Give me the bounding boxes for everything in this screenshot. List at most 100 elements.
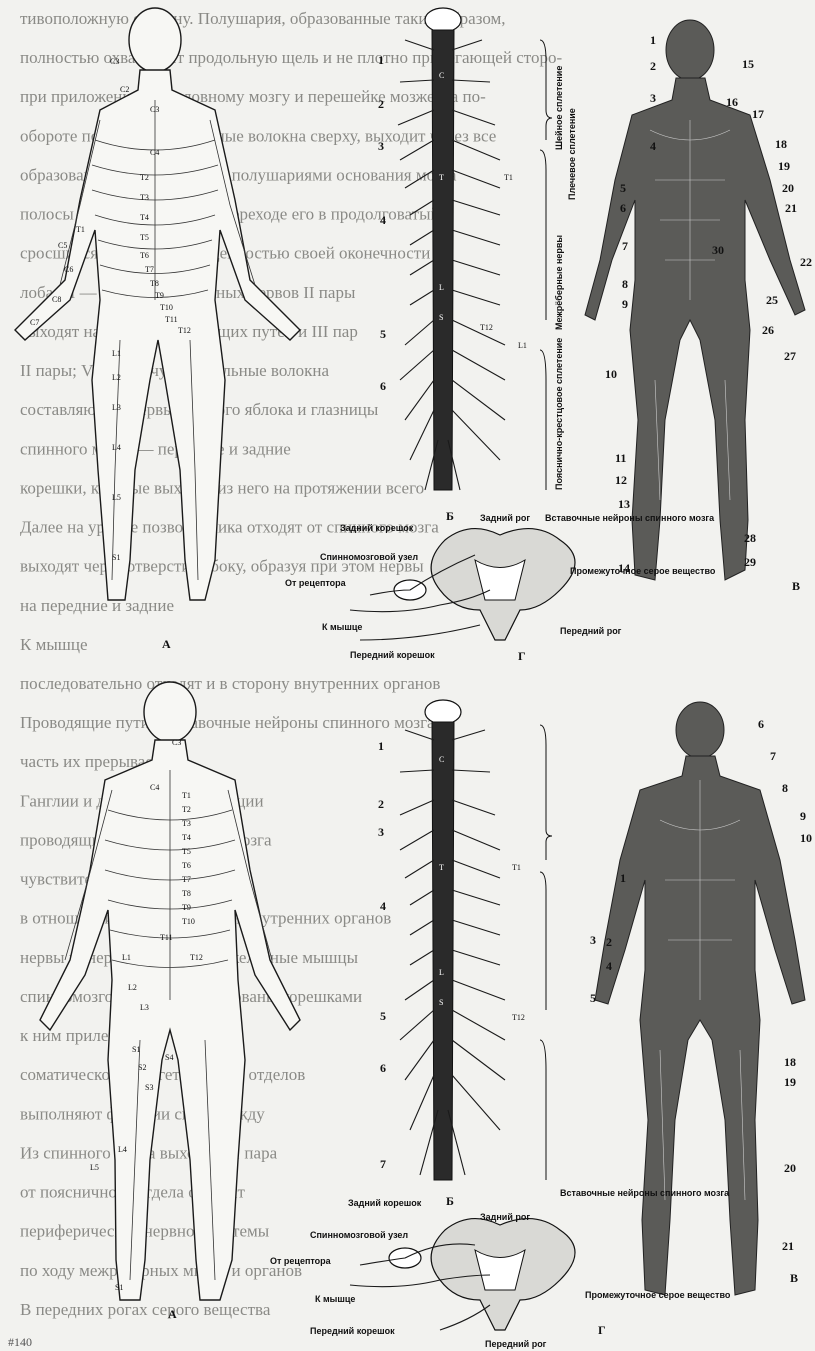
panel-letter: А [162,637,171,651]
tick-label: T1 [512,863,521,872]
background-text-line: на передние и задние [20,596,174,615]
muscle-number: 20 [784,1161,796,1175]
dermatome-label: C3 [172,738,181,747]
cs-label: Промежуточное серое вещество [585,1290,731,1300]
muscle-number: 16 [726,95,738,109]
cs-label: Передний рог [560,626,622,636]
muscle-number: 1 [620,871,626,885]
dermatome-label: C2 [120,85,129,94]
dermatome-label: T2 [140,173,149,182]
spinal-number: 4 [380,899,386,913]
region-letter: L [439,968,444,977]
dermatome-label: T5 [140,233,149,242]
background-text-line: спинного мозга — передние и задние [20,439,291,458]
dermatome-label: T6 [140,251,149,260]
muscle-number: 9 [800,809,806,823]
tick-label: T12 [512,1013,525,1022]
cs-label: Промежуточное серое вещество [570,566,716,576]
dermatome-label: C5 [58,241,67,250]
dermatome-label: C3 [110,57,119,66]
muscle-number: 22 [800,255,812,269]
dermatome-label: S1 [115,1283,123,1292]
dermatome-label: S3 [145,1083,153,1092]
dermatome-label: L5 [90,1163,99,1172]
muscle-number: 8 [622,277,628,291]
cs-label: К мышце [315,1294,355,1304]
spinal-number: 1 [378,53,384,67]
spinal-number: 3 [378,139,384,153]
region-letter: T [439,863,444,872]
tick-label: T1 [504,173,513,182]
cs-label: Вставочные нейроны спинного мозга [545,513,715,523]
region-letter: C [439,755,444,764]
muscle-number: 2 [606,935,612,949]
region-letter: S [439,313,443,322]
muscle-number: 26 [762,323,774,337]
dermatome-label: S2 [138,1063,146,1072]
cs-label: Передний корешок [350,650,435,660]
background-text-line: обороте покрываются нервные волокна свер… [20,126,496,145]
dermatome-label: C3 [150,105,159,114]
dermatome-label: T2 [182,805,191,814]
muscle-number: 19 [784,1075,796,1089]
dermatome-label: T10 [160,303,173,312]
plexus-label: Межрёберные нервы [554,235,564,330]
panel-letter: Г [518,649,526,663]
background-text-line: соматического и вегетативного отделов [20,1065,305,1084]
dermatome-label: T9 [155,291,164,300]
muscle-number: 12 [615,473,627,487]
muscle-number: 3 [590,933,596,947]
spinal-number: 6 [380,1061,386,1075]
plexus-label: Плечевое сплетение [567,108,577,200]
dermatome-label: L2 [112,373,121,382]
background-text-line: полностью охватывает продольную щель и н… [20,48,562,67]
region-letter: L [439,283,444,292]
dermatome-label: T3 [182,819,191,828]
dermatome-label: L3 [140,1003,149,1012]
muscle-number: 17 [752,107,764,121]
panel-letter: Б [446,1194,454,1208]
dermatome-label: C4 [150,783,159,792]
dermatome-label: T6 [182,861,191,870]
cs-label: К мышце [322,622,362,632]
dermatome-label: T12 [190,953,203,962]
cs-label: Спинномозговой узел [320,552,418,562]
dermatome-label: L1 [122,953,131,962]
muscle-number: 28 [744,531,756,545]
cs-label: Передний корешок [310,1326,395,1336]
spinal-number: 7 [380,1157,386,1171]
panel-letter: Б [446,509,454,523]
dermatome-label: L3 [112,403,121,412]
dermatome-label: T5 [182,847,191,856]
cs-label: От рецептора [285,578,347,588]
dermatome-label: L4 [118,1145,127,1154]
cs-label: Задний рог [480,513,530,523]
spinal-cord-diagram-bottom: 1 2 3 4 5 6 7 C T L S T1 T12 Б [378,700,552,1208]
dermatome-label: C4 [150,148,159,157]
cs-label: Передний рог [485,1339,547,1349]
dermatome-label: T4 [140,213,149,222]
dermatome-label: L1 [112,349,121,358]
muscle-figure-front: 1 2 3 4 5 6 7 8 9 10 11 12 13 14 15 16 1… [585,20,812,593]
dermatome-label: T8 [182,889,191,898]
cs-label: Вставочные нейроны спинного мозга [560,1188,730,1198]
muscle-figure-back: 1 2 3 4 5 6 7 8 9 10 18 19 20 21 В [590,702,812,1295]
region-letter: C [439,71,444,80]
background-text-line: при приложенных к головному мозгу и пере… [20,87,486,106]
muscle-number: 18 [775,137,787,151]
region-letter: T [439,173,444,182]
muscle-number: 5 [590,991,596,1005]
muscle-number: 6 [758,717,764,731]
dermatome-label: T4 [182,833,191,842]
panel-letter: Г [598,1323,606,1337]
muscle-number: 4 [606,959,612,973]
muscle-number: 10 [605,367,617,381]
spinal-number: 5 [380,327,386,341]
muscle-number: 27 [784,349,796,363]
dermatome-label: T11 [165,315,178,324]
spinal-cord-diagram-top: 1 2 3 4 5 6 C T L S T1 T12 L1 Шейное спл… [378,8,577,523]
spinal-number: 5 [380,1009,386,1023]
muscle-number: 21 [785,201,797,215]
muscle-number: 9 [622,297,628,311]
